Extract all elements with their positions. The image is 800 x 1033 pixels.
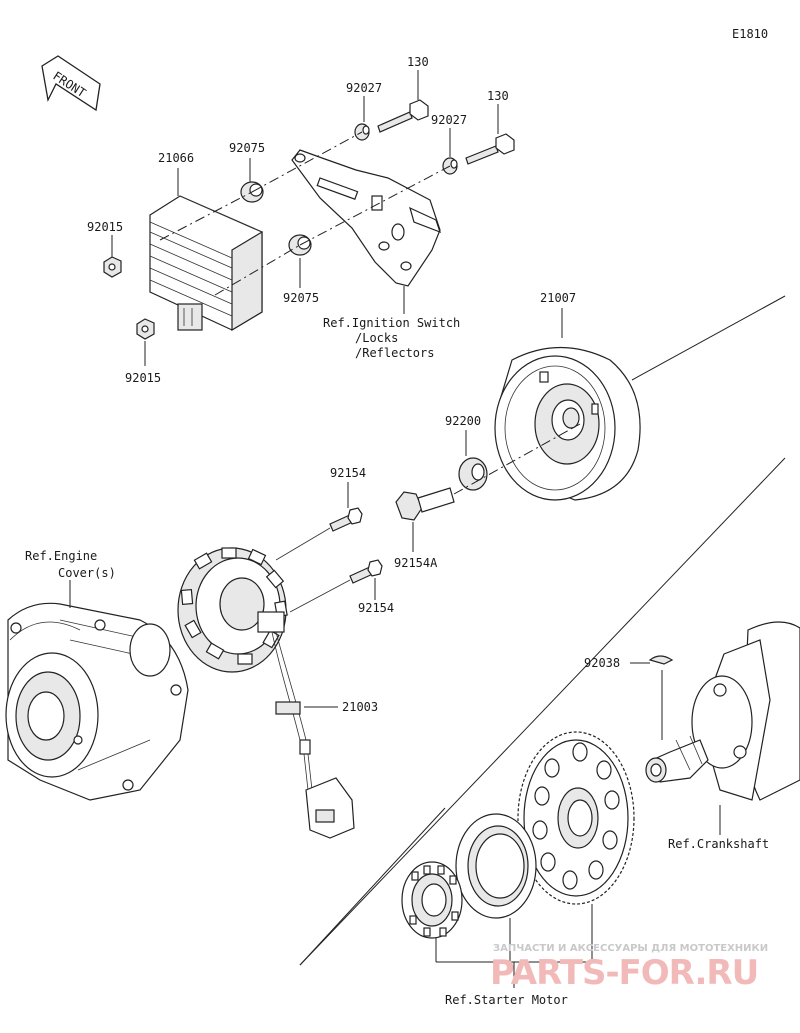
front-arrow-icon: FRONT	[41, 55, 101, 112]
diagram-code: E1810	[732, 27, 768, 41]
label-92154-upper: 92154	[330, 466, 366, 480]
nut-92015-lower[interactable]	[136, 318, 155, 340]
bolt-92154-upper[interactable]	[329, 507, 363, 532]
label-92015-upper: 92015	[87, 220, 123, 234]
starter-gear[interactable]	[517, 731, 635, 905]
flywheel-rotor[interactable]	[494, 347, 641, 501]
bolt-130-upper[interactable]	[377, 99, 429, 133]
label-92154A: 92154A	[394, 556, 438, 570]
ref-starter-motor: Ref.Starter Motor	[445, 993, 568, 1007]
nut-92015-upper[interactable]	[103, 256, 122, 278]
washer-92200[interactable]	[458, 457, 488, 491]
label-92015-lower: 92015	[125, 371, 161, 385]
bolt-130-lower[interactable]	[465, 133, 515, 165]
crankshaft	[645, 621, 800, 801]
ref-crankshaft: Ref.Crankshaft	[668, 837, 769, 851]
label-21003: 21003	[342, 700, 378, 714]
label-21066: 21066	[158, 151, 194, 165]
watermark-logo: PARTS-FOR.RU	[490, 953, 758, 993]
label-130-upper: 130	[407, 55, 429, 69]
collar-92027-lower[interactable]	[442, 157, 458, 175]
one-way-clutch[interactable]	[401, 861, 463, 939]
regulator-rectifier[interactable]	[149, 195, 263, 332]
starter-clutch-ring[interactable]	[455, 813, 537, 919]
label-130-lower: 130	[487, 89, 509, 103]
bolt-92154-lower[interactable]	[349, 559, 383, 584]
mounting-bracket	[291, 149, 441, 287]
label-21007: 21007	[540, 291, 576, 305]
ref-ignition-locks: /Locks	[355, 331, 398, 345]
label-92075-upper: 92075	[229, 141, 265, 155]
ref-ignition-switch: Ref.Ignition Switch	[323, 316, 460, 330]
label-92075-lower: 92075	[283, 291, 319, 305]
label-92027-upper: 92027	[346, 81, 382, 95]
ref-engine-cover-1: Ref.Engine	[25, 549, 97, 563]
engine-cover	[5, 602, 189, 801]
label-92154-lower: 92154	[358, 601, 394, 615]
key-92038[interactable]	[648, 655, 674, 665]
bolt-92154A[interactable]	[395, 487, 455, 521]
watermark-tagline: ЗАПЧАСТИ И АКСЕССУАРЫ ДЛЯ МОТОТЕХНИКИ	[493, 943, 768, 954]
label-92200: 92200	[445, 414, 481, 428]
ref-ignition-reflectors: /Reflectors	[355, 346, 434, 360]
ref-engine-cover-2: Cover(s)	[58, 566, 116, 580]
label-92038: 92038	[584, 656, 620, 670]
stator[interactable]	[177, 547, 355, 839]
label-92027-lower: 92027	[431, 113, 467, 127]
